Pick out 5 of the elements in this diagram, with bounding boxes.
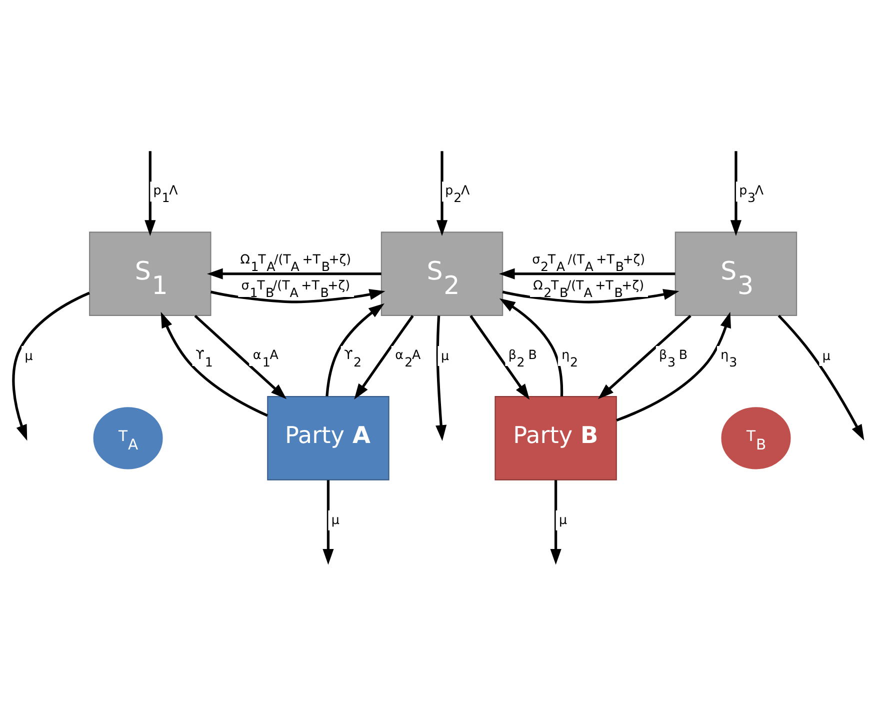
edge-label: μ	[558, 512, 567, 527]
edge-label: μ	[24, 347, 32, 362]
edge-label: μ	[440, 347, 448, 362]
edge-label: μ	[822, 347, 830, 362]
edge-label: μ	[330, 512, 339, 527]
